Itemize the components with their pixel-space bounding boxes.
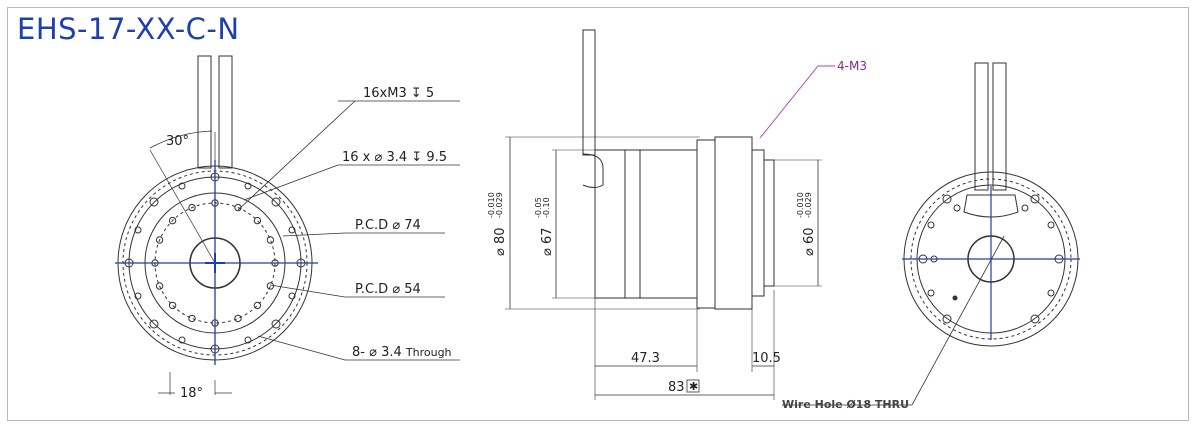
- through-holes-label: 8- ⌀ 3.4 Through: [352, 345, 452, 360]
- dia60-text: ⌀ 60: [802, 227, 817, 256]
- diameter-icon: ⌀: [392, 218, 400, 233]
- pcd-inner-label: P.C.D ⌀ 54: [355, 282, 421, 297]
- rear-cable-right: [992, 62, 1007, 191]
- dia80-value: 80: [493, 227, 508, 244]
- depth-icon: ↧: [411, 150, 422, 165]
- dia67-text: ⌀ 67: [540, 227, 555, 256]
- through-suffix: Through: [405, 346, 452, 359]
- diameter-icon: ⌀: [540, 248, 555, 256]
- callout-tapped-holes: 16xM3 ↧ 5: [363, 86, 434, 101]
- angle-30-label: 30°: [166, 134, 189, 149]
- dia60-tol-upper: -0.010: [796, 192, 805, 218]
- dim-dia67: ⌀ 67 -0.05 -0.10: [534, 197, 555, 256]
- diameter-icon: ⌀: [802, 248, 817, 256]
- len-total-label: 83: [668, 380, 685, 395]
- rear-cable-left: [974, 62, 989, 191]
- dia60-tol-lower: -0.029: [804, 192, 813, 218]
- dim-dia60: ⌀ 60 -0.010 -0.029: [796, 192, 817, 256]
- side-flange: [696, 139, 716, 309]
- dia60-value: 60: [802, 227, 817, 244]
- rear-view: [782, 62, 1080, 406]
- side-body-rear: [594, 149, 626, 299]
- len-flange-label: 10.5: [752, 351, 781, 366]
- dia80-tol-upper: -0.010: [487, 192, 496, 218]
- callout-4m3-label: 4-M3: [837, 59, 867, 73]
- callout-4m3: 4-M3: [759, 59, 867, 139]
- rear-cable-exit: [963, 194, 1019, 218]
- through-size: 3.4: [381, 345, 402, 360]
- drawing-frame: [7, 7, 1189, 421]
- pcd-outer-label: P.C.D ⌀ 74: [355, 218, 421, 233]
- callout-tapped-text: 16xM3: [363, 86, 407, 101]
- callout-holes-text: 16 x: [342, 150, 371, 165]
- callout-tapped-depth: 5: [426, 86, 434, 101]
- reference-box-icon: [686, 379, 700, 393]
- angle-18-label: 18°: [180, 386, 203, 401]
- drawing-title: EHS-17-XX-C-N: [17, 12, 240, 46]
- side-view: [505, 29, 822, 400]
- side-face: [751, 149, 765, 297]
- pcd-inner-prefix: P.C.D: [355, 282, 388, 297]
- len-body-label: 47.3: [631, 351, 660, 366]
- callout-holes-depth: 9.5: [426, 150, 447, 165]
- diameter-icon: ⌀: [369, 345, 377, 360]
- wire-hole-label: Wire Hole Ø18 THRU: [782, 398, 909, 411]
- side-output: [714, 136, 753, 310]
- pcd-inner-value: 54: [404, 282, 421, 297]
- front-centerlines: [115, 160, 318, 365]
- asterisk-icon: ✱: [689, 380, 698, 393]
- front-cable-right: [218, 55, 233, 169]
- front-cable-left: [197, 55, 212, 169]
- diameter-icon: ⌀: [493, 248, 508, 256]
- dia80-text: ⌀ 80: [493, 227, 508, 256]
- dia80-tol-lower: -0.029: [495, 192, 504, 218]
- len-total: 83 ✱: [668, 379, 700, 395]
- side-cable: [582, 29, 596, 156]
- dim-dia80: ⌀ 80 -0.010 -0.029: [487, 192, 508, 256]
- dia67-tol-upper: -0.05: [534, 197, 543, 218]
- wire-hole-leader: [911, 235, 1005, 406]
- pcd-outer-prefix: P.C.D: [355, 218, 388, 233]
- callout-counterbore: 16 x ⌀ 3.4 ↧ 9.5: [342, 150, 447, 165]
- diameter-icon: ⌀: [392, 282, 400, 297]
- dia67-value: 67: [540, 227, 555, 244]
- through-prefix: 8-: [352, 345, 365, 360]
- side-body-main: [624, 149, 698, 299]
- callout-holes-size: 3.4: [386, 150, 407, 165]
- side-face-inner: [763, 159, 775, 287]
- pcd-outer-value: 74: [404, 218, 421, 233]
- diameter-icon: ⌀: [375, 150, 383, 165]
- dia67-tol-lower: -0.10: [542, 197, 551, 218]
- depth-icon: ↧: [411, 86, 422, 101]
